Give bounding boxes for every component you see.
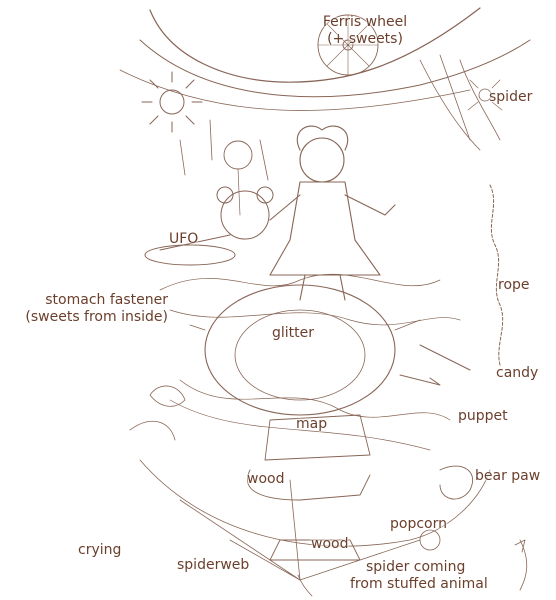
label-stomach-line1: stomach fastener — [45, 292, 168, 308]
rope-doodle — [489, 184, 504, 366]
label-crying: crying — [78, 542, 122, 558]
label-spider-stuffed-line1: spider coming — [366, 559, 466, 575]
label-spider-stuffed-animal: spider coming from stuffed animal — [350, 559, 514, 593]
label-wood-1: wood — [247, 471, 285, 487]
label-ferris-wheel-line1: Ferris wheel — [322, 14, 408, 30]
label-puppet: puppet — [458, 408, 508, 424]
bear-doodle — [144, 186, 274, 266]
label-spiderweb: spiderweb — [177, 557, 250, 573]
label-rope: rope — [498, 277, 530, 293]
label-wood-2: wood — [311, 536, 349, 552]
stomach-doodle — [204, 284, 396, 416]
label-ferris-wheel: Ferris wheel (+ sweets) — [305, 14, 425, 48]
label-map: map — [296, 416, 328, 432]
top-string — [149, 7, 481, 83]
label-spider: spider — [489, 89, 533, 105]
label-bear-paw: bear paw — [475, 468, 541, 484]
label-ferris-wheel-line2: (+ sweets) — [327, 31, 403, 47]
label-candy: candy — [496, 365, 539, 381]
sun-doodle — [141, 71, 203, 133]
girl-figure — [269, 125, 396, 301]
label-spider-stuffed-line2: from stuffed animal — [350, 576, 488, 592]
label-ufo: UFO — [169, 231, 199, 247]
label-popcorn: popcorn — [390, 516, 447, 532]
label-stomach-line2: (sweets from inside) — [25, 309, 168, 325]
map-doodle — [264, 414, 371, 461]
label-stomach-fastener: stomach fastener (sweets from inside) — [2, 292, 168, 326]
label-glitter: glitter — [272, 325, 315, 341]
